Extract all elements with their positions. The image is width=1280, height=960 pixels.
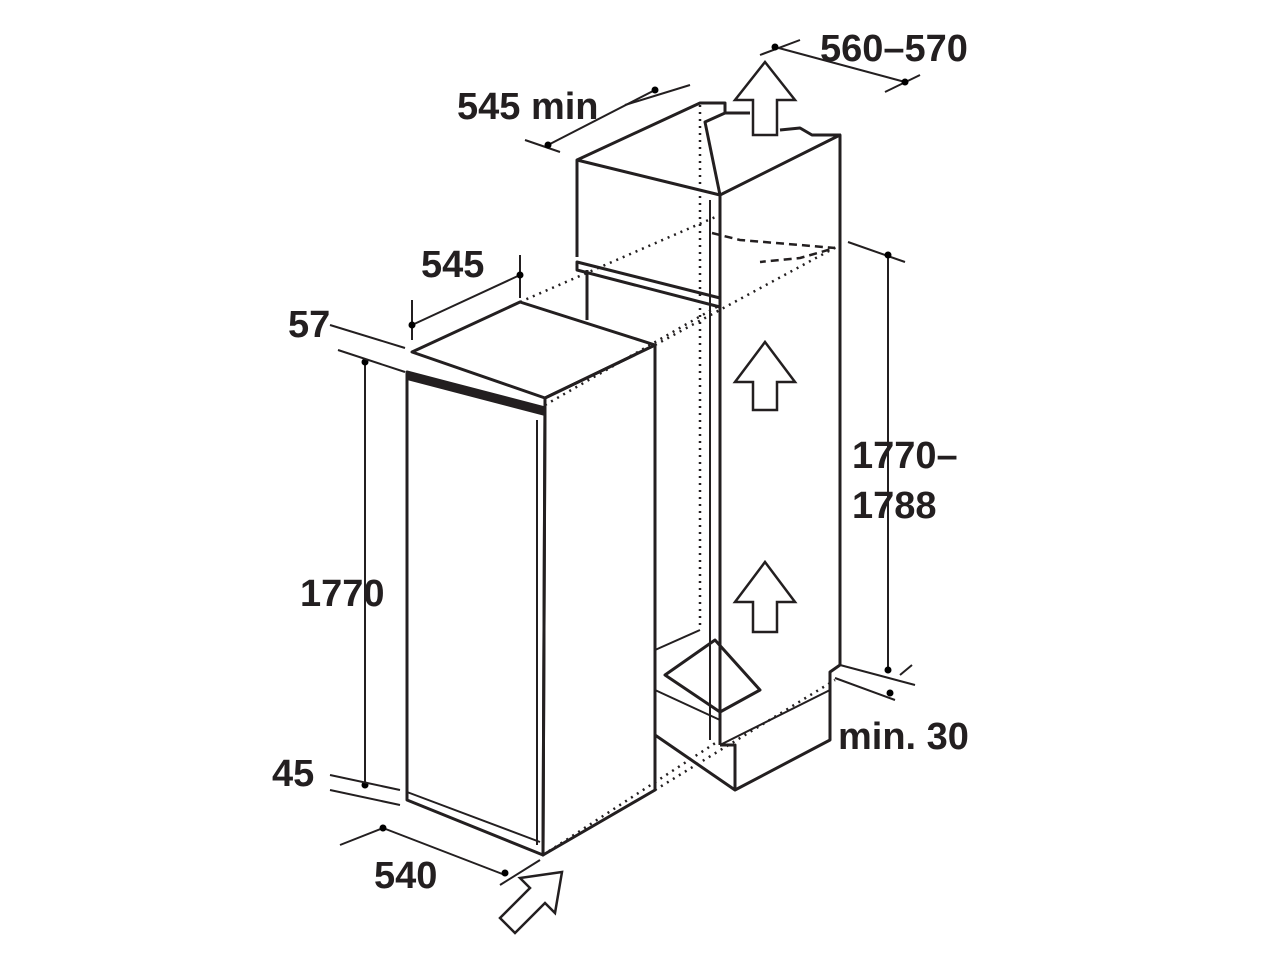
insertion-arrow [498, 870, 564, 935]
cabinet-niche [575, 101, 842, 792]
ventilation-label: min. 30 [838, 716, 969, 758]
appliance-width-label: 540 [374, 855, 438, 897]
niche-depth-label: 545 min [457, 86, 599, 128]
dimension-lines [329, 39, 921, 886]
projection-lines [519, 213, 841, 857]
bottom-offset-label: 45 [272, 753, 315, 795]
air-flow-up-arrow [732, 59, 798, 137]
air-flow-up-arrow [732, 559, 798, 634]
appliance-height-label: 1770 [300, 573, 385, 615]
appliance [405, 300, 657, 857]
top-offset-label: 57 [288, 304, 331, 346]
niche-height-label-1: 1770– [852, 435, 958, 477]
niche-height-label-2: 1788 [852, 485, 937, 527]
air-flow-up-arrow [732, 339, 798, 412]
niche-width-label: 560–570 [820, 28, 968, 70]
appliance-depth-label: 545 [421, 244, 485, 286]
